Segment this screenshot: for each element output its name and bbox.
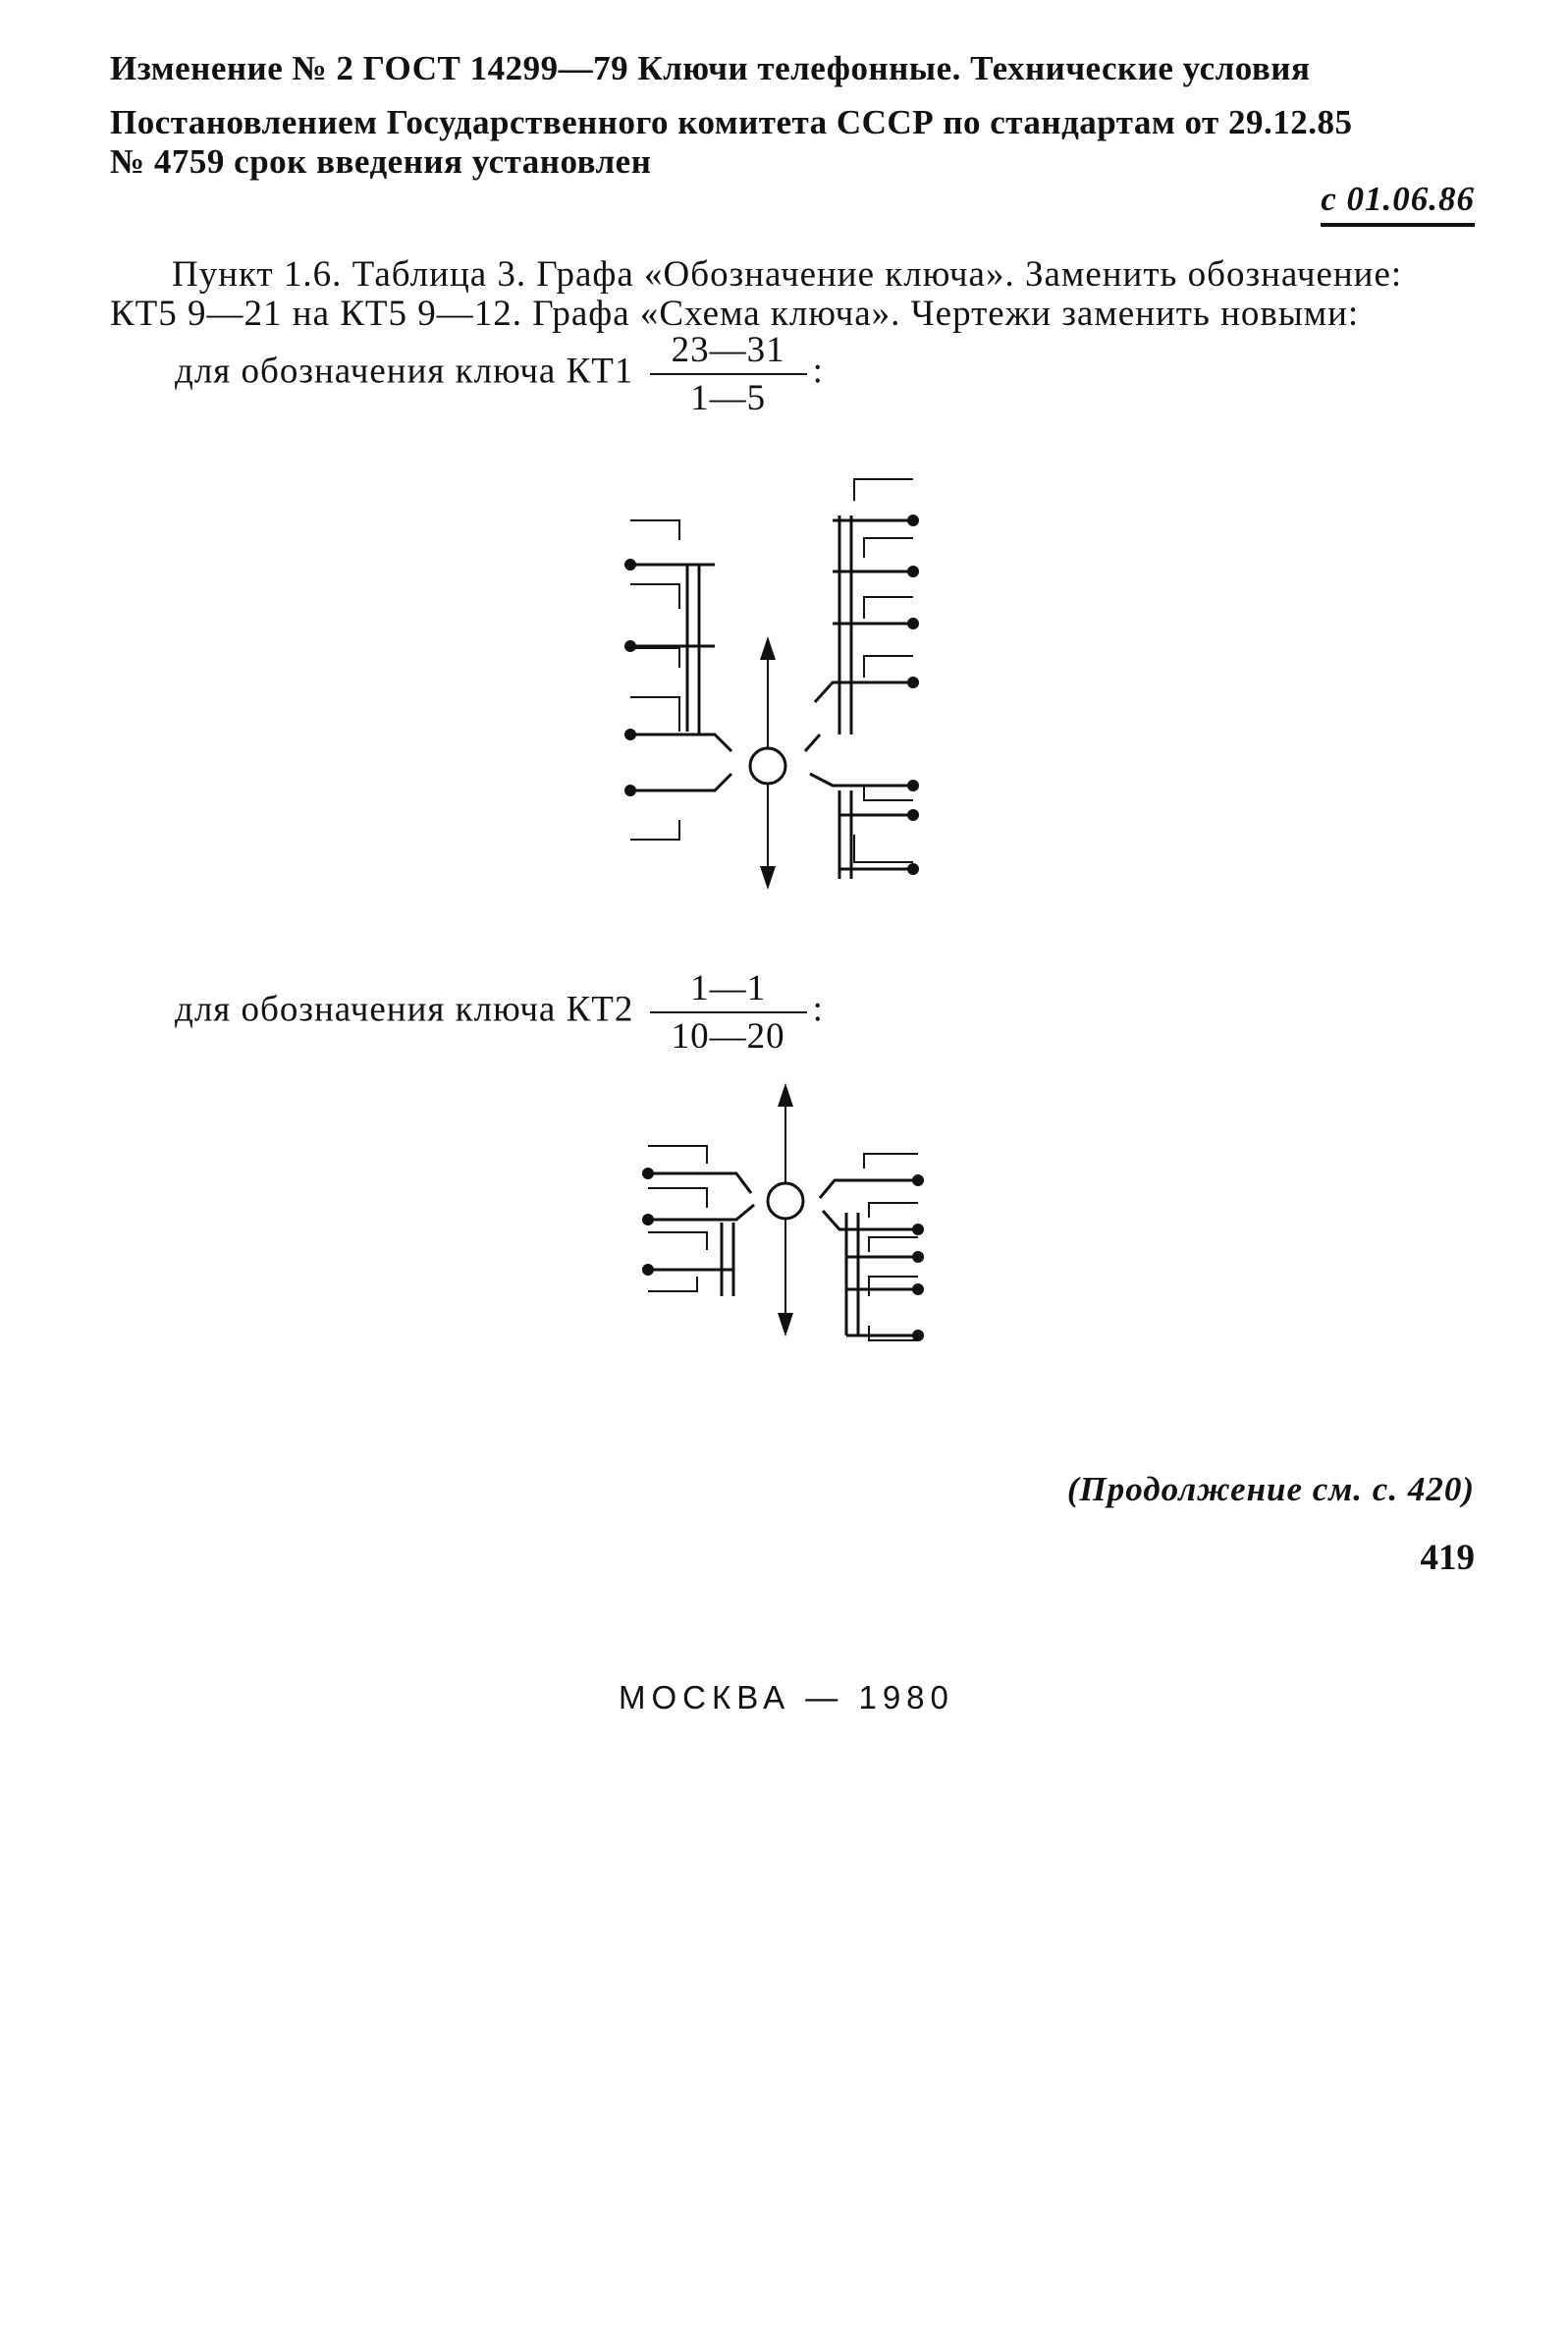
- key2-colon: :: [812, 989, 824, 1030]
- body-paragraph-line-1: Пункт 1.6. Таблица 3. Графа «Обозначение…: [172, 254, 1403, 295]
- key1-prefix: для обозначения ключа КТ1: [175, 351, 634, 392]
- key1-right-contacts: [803, 478, 919, 879]
- amendment-title: Изменение № 2 ГОСТ 14299—79 Ключи телефо…: [110, 49, 1311, 87]
- key2-denominator: 10—20: [671, 1016, 785, 1057]
- key2-actuator: [766, 1083, 805, 1336]
- key1-colon: :: [812, 351, 824, 392]
- key2-right-contacts: [818, 1153, 924, 1341]
- key1-fraction: 23—31 1—5: [649, 329, 807, 419]
- key2-schematic: [642, 1083, 924, 1341]
- key1-caption: для обозначения ключа КТ1 23—31 1—5 :: [175, 329, 824, 419]
- key2-numerator: 1—1: [649, 967, 807, 1013]
- body-paragraph-line-2: КТ5 9—21 на КТ5 9—12. Графа «Схема ключа…: [110, 294, 1360, 334]
- key1-denominator: 1—5: [690, 378, 767, 418]
- key1-left-contacts: [624, 519, 733, 841]
- effective-date: с 01.06.86: [1321, 180, 1475, 227]
- page-number: 419: [1420, 1538, 1476, 1578]
- key1-schematic: [624, 478, 919, 890]
- key2-left-contacts: [642, 1145, 755, 1296]
- key2-prefix: для обозначения ключа КТ2: [175, 989, 634, 1030]
- continuation-note: (Продолжение см. с. 420): [1066, 1470, 1475, 1508]
- key1-numerator: 23—31: [649, 329, 807, 375]
- key1-actuator: [748, 636, 787, 890]
- resolution-number-line: № 4759 срок введения установлен: [110, 142, 652, 181]
- publisher-imprint: МОСКВА — 1980: [619, 1679, 954, 1715]
- key2-caption: для обозначения ключа КТ2 1—1 10—20 :: [175, 967, 824, 1058]
- key2-fraction: 1—1 10—20: [649, 967, 807, 1058]
- resolution-line: Постановлением Государственного комитета…: [110, 103, 1353, 141]
